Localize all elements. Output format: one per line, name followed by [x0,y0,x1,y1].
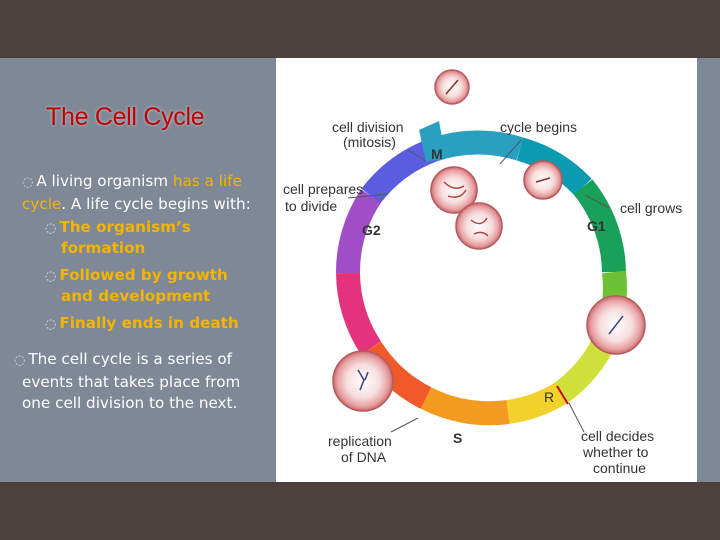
bullet-marker-icon: ◌ [45,269,57,284]
cell-cycle-diagram: cell division (mitosis) cycle begins cel… [276,58,697,482]
bullet-marker-icon: ◌ [45,221,57,236]
ring-segment-restriction [553,341,612,403]
ring-segment-g2-b [335,189,382,274]
ring-segment-s-a [505,382,568,424]
cell-dividing [430,166,503,250]
cell-cycle-svg: cell division (mitosis) cycle begins cel… [283,69,682,476]
ring-segment-g2-a [336,272,382,355]
bottom-band [0,482,720,540]
label-cell-prepares: cell prepares [283,181,363,197]
label-whether-to: whether to [582,444,649,460]
ring-segment-mitosis [429,130,524,162]
ring-segment-s-b [420,387,510,426]
left-panel [0,58,276,482]
pointer-lines [347,139,610,433]
ring-segment-g1-a [573,179,626,273]
phase-g2: G2 [362,222,381,238]
slide-title: The Cell Cycle [46,103,205,131]
phase-s: S [453,430,462,446]
subbullet-formation-cont: formation [61,239,146,257]
ring-segment-g2-m [361,138,438,204]
label-to-divide: to divide [285,198,337,214]
bullet-marker-icon: ◌ [14,353,26,368]
label-cell-grows: cell grows [620,200,682,216]
cell-g2 [332,350,394,412]
top-band [0,0,720,58]
label-of-dna: of DNA [341,449,387,465]
right-strip [697,58,720,482]
phase-r: R [544,389,554,405]
bullet-life-cycle: ◌A living organism has a life cycle. A l… [22,172,251,213]
cell-top [434,69,470,105]
label-mitosis: (mitosis) [343,134,396,150]
subbullet-formation: ◌The organism’s [45,218,191,236]
mitosis-notch [419,121,446,162]
label-cell-decides: cell decides [581,428,654,444]
bullet-marker-icon: ◌ [45,317,57,332]
phase-g1: G1 [587,218,606,234]
label-replication: replication [328,433,392,449]
label-continue: continue [593,460,646,476]
cell-g1 [523,160,563,200]
cell-growing [586,295,646,355]
subbullet-death: ◌Finally ends in death [45,314,239,332]
restriction-point-marker [556,385,569,405]
highlight-life-cycle: has a life cycle [22,172,242,213]
label-cycle-begins: cycle begins [500,119,577,135]
bullet-cell-cycle-def: ◌The cell cycle is a series of events th… [14,350,241,412]
bullet-marker-icon: ◌ [22,175,34,190]
label-cell-division: cell division [332,119,404,135]
subbullet-growth: ◌Followed by growth [45,266,228,284]
phase-m: M [431,146,443,162]
subbullet-growth-cont: and development [61,287,211,305]
